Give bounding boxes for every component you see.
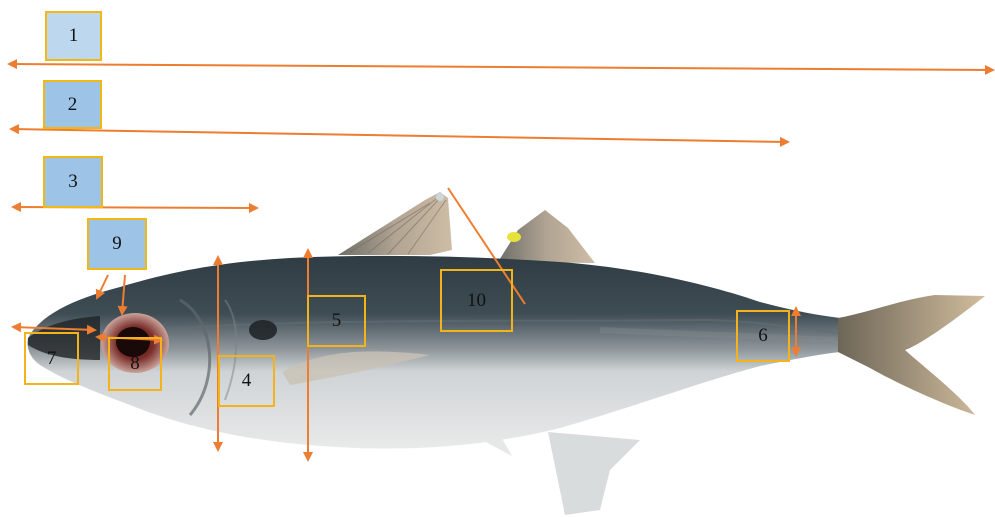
label-2-text: 2 bbox=[68, 94, 78, 116]
label-8-text: 8 bbox=[130, 353, 140, 375]
label-5-text: 5 bbox=[332, 310, 342, 332]
snout-length-arrow bbox=[13, 327, 95, 330]
label-3: 3 bbox=[43, 156, 103, 208]
label-6-text: 6 bbox=[758, 325, 768, 347]
label-1: 1 bbox=[45, 11, 102, 61]
label-2: 2 bbox=[43, 80, 102, 129]
label-3-text: 3 bbox=[68, 171, 78, 193]
label-4-text: 4 bbox=[242, 370, 252, 392]
label-7: 7 bbox=[24, 332, 79, 385]
label-1-text: 1 bbox=[69, 25, 79, 47]
total-length-arrow bbox=[9, 64, 993, 70]
label-9: 9 bbox=[87, 218, 147, 270]
label-7-text: 7 bbox=[47, 348, 57, 370]
label-5: 5 bbox=[307, 295, 366, 347]
label-4: 4 bbox=[218, 355, 275, 407]
fork-length-arrow bbox=[11, 129, 788, 142]
label9-arrow-a bbox=[97, 275, 108, 298]
label-8: 8 bbox=[108, 337, 162, 391]
label9-arrow-b bbox=[122, 275, 125, 314]
label-10: 10 bbox=[440, 269, 513, 332]
label-9-text: 9 bbox=[112, 233, 122, 255]
label-10-text: 10 bbox=[467, 290, 486, 312]
label-6: 6 bbox=[736, 310, 790, 362]
